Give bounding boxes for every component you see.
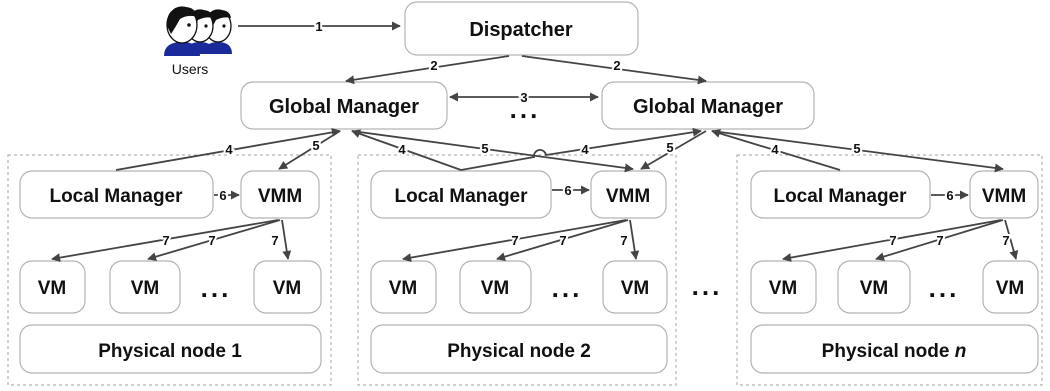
edge-label-5: 5 [853,141,860,156]
edge-label-7: 7 [511,233,518,248]
vm-label: VM [389,278,418,299]
edge-vmm-vm [51,219,279,263]
edge-label-7: 7 [1002,233,1009,248]
edge-gm1-vmm2 [351,130,634,173]
vm-ellipsis: ... [929,273,960,303]
edge-label-7: 7 [620,233,627,248]
edge-gm2-vmm2 [640,130,707,170]
vmm-label: VMM [606,186,650,207]
edge-label-7: 7 [208,233,215,248]
edge-label-7: 7 [271,233,278,248]
edge-vmm-vm [147,219,281,262]
edge-vmm-vm [496,219,629,262]
edge-vmm-vm [629,219,640,260]
global-manager-2-box: Global Manager [601,81,815,130]
local-manager-label: Local Manager [394,186,528,207]
vmm-label: VMM [258,186,302,207]
vm-label: VM [860,278,889,299]
edge-label-2b: 2 [613,58,620,73]
global-manager-1-box: Global Manager [240,81,448,130]
edge-gm2-vmmn [711,130,1004,173]
edge-label-5: 5 [666,140,673,155]
physical-nodes-ellipsis: ... [692,271,723,301]
edge-lm1-gm [115,127,341,171]
physical-node-label: Physical node 2 [447,341,591,362]
edge-gm-vmm1 [278,130,341,170]
edge-label-7: 7 [162,233,169,248]
users-icon [164,6,232,56]
local-manager-label: Local Manager [49,186,183,207]
edge-label-4: 4 [398,142,406,157]
global-manager-2-label: Global Manager [633,96,783,118]
edge-label-7: 7 [559,233,566,248]
global-manager-1-label: Global Manager [269,96,419,118]
edge-lmn-gm2 [711,129,841,171]
edge-label-4: 4 [771,142,779,157]
physical-node-2-frame [357,154,677,386]
edge-label-4: 4 [581,142,589,157]
edge-vmm-vm [1004,219,1019,260]
edge-lm2-gm2 [460,127,702,171]
edge-label-5: 5 [481,141,488,156]
edge-label-7: 7 [889,233,896,248]
edge-label-1: 1 [315,19,322,34]
edge-vmm-vm [782,219,1002,263]
users-label: Users [172,61,209,77]
local-manager-label: Local Manager [773,186,907,207]
edge-vmm-vm [281,219,292,260]
dispatcher-box: Dispatcher [404,1,639,56]
edge-label-6: 6 [564,183,571,198]
vm-label: VM [273,278,302,299]
physical-node-2: Local Manager VMM VM VM ... VM Physical … [370,170,668,374]
physical-node-label: Physical node n [822,341,967,362]
edge-dispatcher-gm1 [345,55,510,85]
vm-ellipsis: ... [552,273,583,303]
edge-vmm-vm [875,219,1004,261]
vm-label: VM [131,278,160,299]
physical-node-1-frame [7,154,332,386]
vmm-label: VMM [982,186,1026,207]
vm-label: VM [481,278,510,299]
edge-label-2a: 2 [430,58,437,73]
physical-node-label: Physical node 1 [98,341,242,362]
edge-label-4: 4 [225,142,233,157]
physical-node-1: Local Manager VMM VM VM ... VM Physical … [19,170,322,374]
edge-label-7: 7 [936,233,943,248]
edge-label-6: 6 [219,188,226,203]
vm-ellipsis: ... [201,273,232,303]
edge-lm2-gm1 [351,129,462,171]
vm-label: VM [769,278,798,299]
physical-node-n: Local Manager VMM VM VM ... VM Physical … [750,170,1039,374]
edges: 1 2 2 3 4 5 4 5 4 5 4 5 6 6 6 [51,17,1019,263]
edge-label-6: 6 [946,188,953,203]
vm-label: VM [996,278,1025,299]
edge-label-5: 5 [312,138,319,153]
vm-label: VM [621,278,650,299]
dispatcher-label: Dispatcher [469,19,573,41]
edge-dispatcher-gm2 [521,55,707,85]
edge-label-3: 3 [520,90,527,105]
edge-vmm-vm [402,219,627,263]
vm-label: VM [38,278,67,299]
